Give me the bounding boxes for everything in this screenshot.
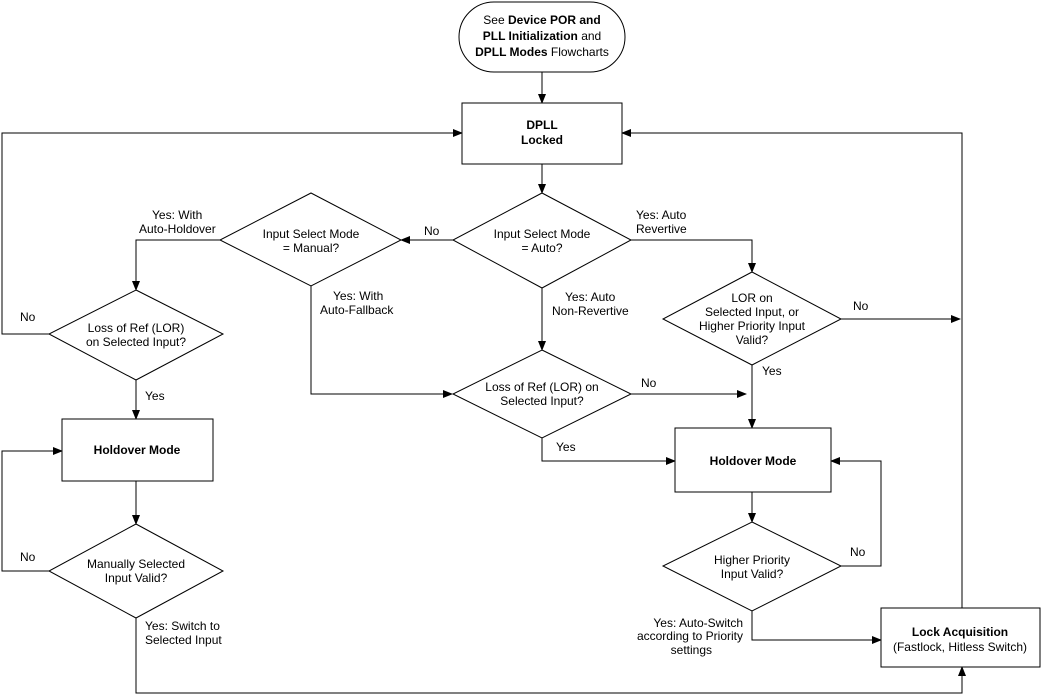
decision-lor-right-line-3: Higher Priority Input — [699, 319, 806, 333]
arrow-manual-autoholdover — [132, 239, 220, 291]
decision-priority: Higher Priority Input Valid? — [661, 521, 843, 612]
lock-acquisition-box: Lock Acquisition (Fastlock, Hitless Swit… — [880, 607, 1041, 668]
decision-manual-line-2: = Manual? — [283, 241, 340, 255]
arrow-lor-left-no — [1, 129, 463, 335]
label-yes-lor-mid: Yes — [556, 440, 576, 454]
decision-lor-right-line-2: Selected Input, or — [705, 305, 799, 319]
arrow-manual-autofallback — [310, 286, 453, 398]
decision-lor-left-line-2: on Selected Input? — [86, 335, 186, 349]
dpll-locked-line-2: Locked — [521, 133, 563, 147]
label-no-lor-left: No — [20, 310, 36, 324]
label-yes-auto-holdover-2: Auto-Holdover — [139, 222, 216, 236]
label-yes-lor-left: Yes — [145, 389, 165, 403]
decision-lor-right: LOR on Selected Input, or Higher Priorit… — [661, 271, 843, 366]
decision-auto-line-1: Input Select Mode — [494, 227, 591, 241]
holdover-right-label: Holdover Mode — [710, 454, 797, 468]
label-yes-auto-revertive-2: Revertive — [636, 222, 687, 236]
decision-manual-line-1: Input Select Mode — [263, 227, 360, 241]
decision-lor-mid-line-1: Loss of Ref (LOR) on — [485, 380, 598, 394]
holdover-right-box: Holdover Mode — [674, 427, 832, 493]
dpll-locked-box: DPLL Locked — [461, 102, 623, 165]
arrow-lock-to-dpll — [621, 129, 963, 608]
label-yes-autoswitch-2: according to Priority — [637, 629, 743, 643]
arrow-priority-no — [830, 457, 882, 567]
start-line-2: PLL Initialization and — [483, 29, 601, 43]
decision-manual-valid-line-1: Manually Selected — [87, 557, 185, 571]
label-yes-auto-fallback-1: Yes: With — [333, 289, 383, 303]
arrow-manual-valid-yes — [135, 618, 966, 694]
dpll-locked-line-1: DPLL — [526, 118, 557, 132]
label-no-lor-mid: No — [641, 376, 657, 390]
decision-lor-mid: Loss of Ref (LOR) on Selected Input? — [451, 349, 633, 439]
decision-auto-line-2: = Auto? — [521, 241, 562, 255]
label-yes-auto-revertive-1: Yes: Auto — [636, 208, 687, 222]
lock-acquisition-line-2: (Fastlock, Hitless Switch) — [893, 640, 1027, 654]
decision-lor-left-line-1: Loss of Ref (LOR) — [88, 321, 185, 335]
start-line-3: DPLL Modes Flowcharts — [475, 45, 609, 59]
decision-manual-valid: Manually Selected Input Valid? — [47, 523, 225, 619]
decision-manual-valid-line-2: Input Valid? — [105, 571, 168, 585]
edge-labels: Yes: With Auto-Holdover No Yes: Auto Rev… — [20, 208, 869, 657]
label-yes-switch-2: Selected Input — [145, 633, 222, 647]
decision-lor-mid-line-2: Selected Input? — [500, 394, 584, 408]
lock-acquisition-line-1: Lock Acquisition — [912, 625, 1008, 639]
decision-input-manual: Input Select Mode = Manual? — [218, 192, 403, 287]
label-yes-switch-1: Yes: Switch to — [145, 619, 220, 633]
holdover-left-label: Holdover Mode — [94, 443, 181, 457]
label-no-manual-valid: No — [20, 550, 36, 564]
label-yes-nonrevertive-2: Non-Revertive — [552, 304, 629, 318]
label-no-auto: No — [424, 224, 440, 238]
decision-input-auto: Input Select Mode = Auto? — [451, 192, 633, 289]
connectors — [1, 72, 966, 694]
label-yes-autoswitch-3: settings — [671, 643, 712, 657]
label-yes-autoswitch-1: Yes: Auto-Switch — [653, 616, 743, 630]
holdover-left-box: Holdover Mode — [61, 418, 214, 482]
arrow-lor-mid-yes — [541, 438, 676, 465]
decision-lor-left: Loss of Ref (LOR) on Selected Input? — [47, 289, 225, 381]
arrow-auto-revertive — [631, 239, 756, 273]
label-yes-nonrevertive-1: Yes: Auto — [565, 290, 616, 304]
decision-priority-line-2: Input Valid? — [721, 567, 784, 581]
decision-lor-right-line-4: Valid? — [736, 333, 769, 347]
label-no-lor-right: No — [853, 299, 869, 313]
label-no-priority: No — [850, 545, 866, 559]
label-yes-auto-holdover-1: Yes: With — [152, 208, 202, 222]
start-line-1: See Device POR and — [483, 13, 600, 27]
decision-lor-right-line-1: LOR on — [731, 291, 772, 305]
arrow-priority-yes — [751, 611, 882, 644]
arrow-manual-valid-no — [1, 447, 63, 572]
start-terminator: See Device POR and PLL Initialization an… — [458, 1, 626, 73]
label-yes-lor-right: Yes — [762, 364, 782, 378]
decision-priority-line-1: Higher Priority — [714, 553, 790, 567]
label-yes-auto-fallback-2: Auto-Fallback — [320, 303, 394, 317]
